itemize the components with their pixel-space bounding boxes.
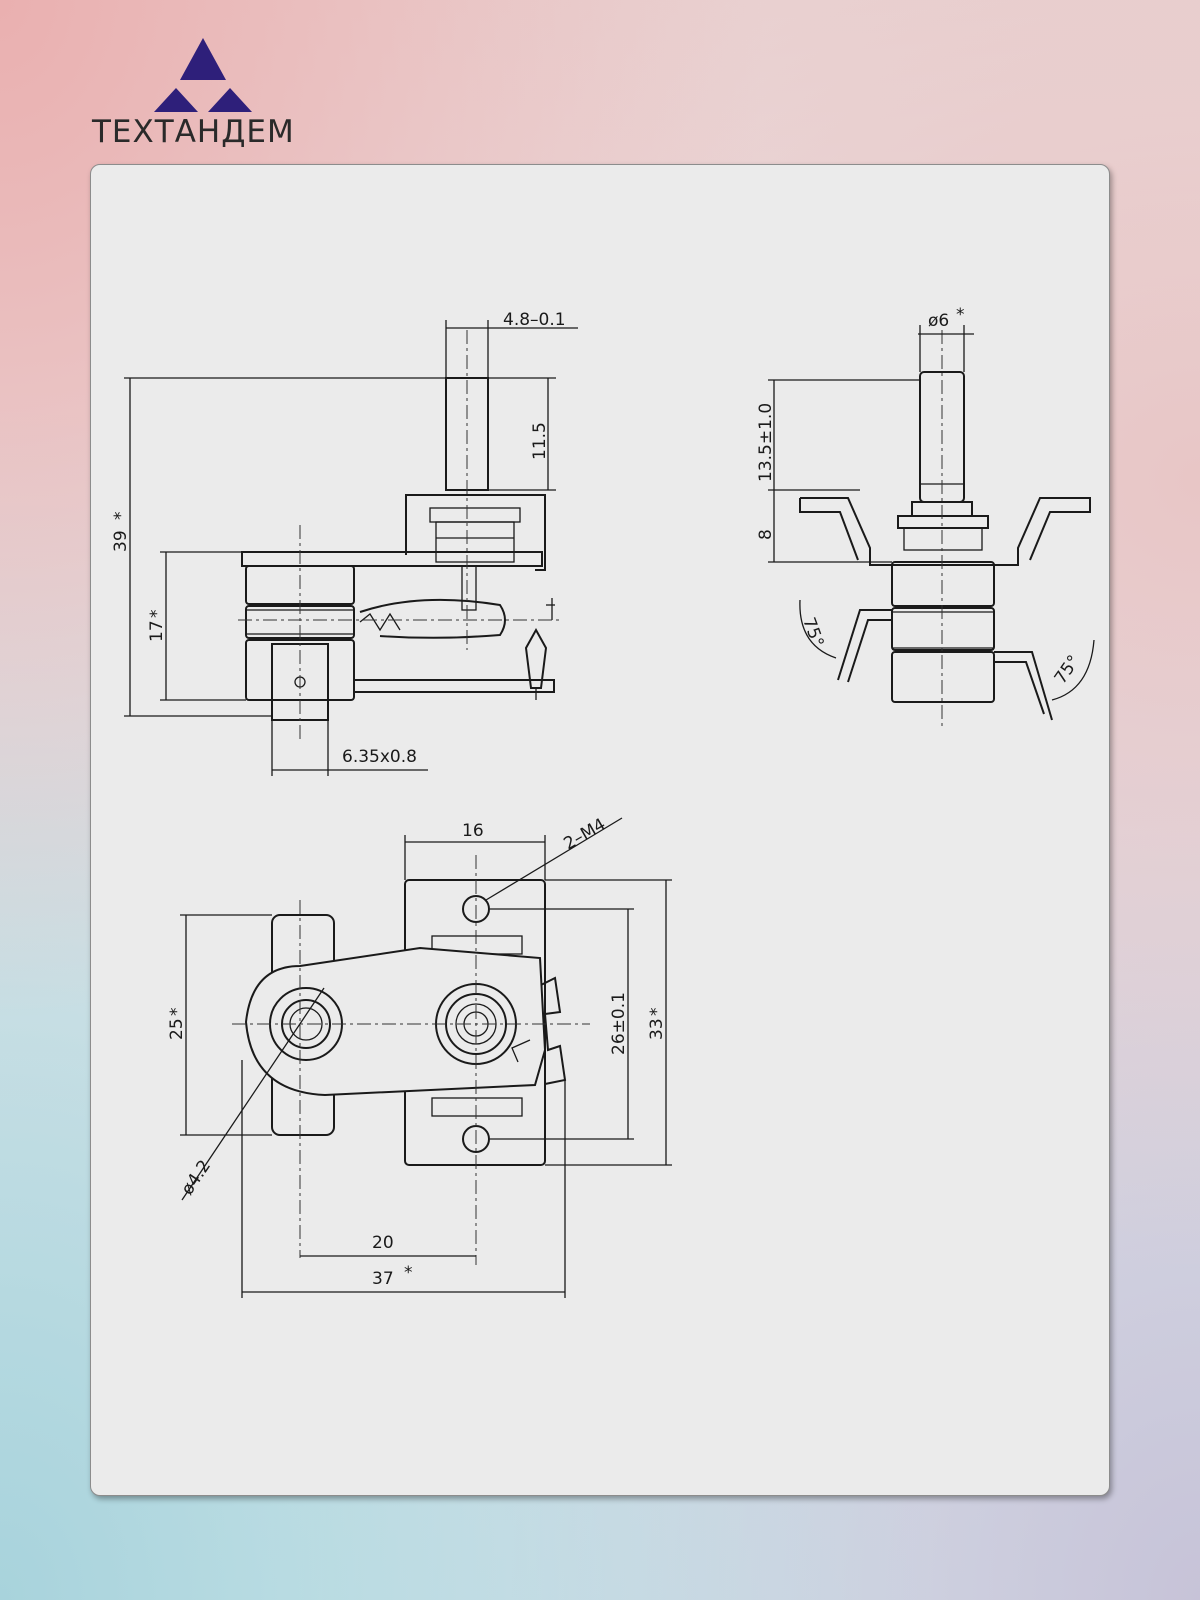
brand-logo-icon — [154, 38, 252, 112]
dim-total-height: 39 — [111, 530, 131, 552]
dim-angle-left: 75° — [798, 615, 827, 650]
side-view: 4.8–0.1 11.5 39 * 17 * 6.35x0.8 — [111, 310, 578, 776]
dim-hole-spacing: 26±0.1 — [609, 992, 629, 1055]
dim-bracket-height: 8 — [756, 529, 776, 540]
dim-body-height: 17 — [147, 620, 167, 642]
dim-plate-height-star: * — [647, 1008, 667, 1017]
dim-body-width-star: * — [167, 1008, 187, 1017]
dim-body-height-star: * — [147, 610, 167, 619]
brand-name: ТЕХТАНДЕМ — [92, 114, 295, 150]
dim-plate-height: 33 — [647, 1018, 667, 1040]
logo-right-triangle — [208, 88, 252, 112]
dim-body-width: 25 — [167, 1018, 187, 1040]
dim-shaft-width: 4.8–0.1 — [503, 310, 566, 330]
front-view: ø6 * 13.5±1.0 8 75° 75° — [756, 305, 1095, 730]
dim-shaft-diameter: ø6 — [928, 311, 949, 331]
drawing-panel — [90, 164, 1110, 1496]
dim-plate-width: 16 — [462, 821, 484, 841]
dim-total-length: 37 — [372, 1269, 394, 1289]
dim-shaft-diameter-star: * — [956, 305, 965, 325]
dim-total-length-star: * — [404, 1263, 413, 1283]
logo-left-triangle — [154, 88, 198, 112]
dim-thread: 2–M4 — [561, 815, 610, 855]
logo-top-triangle — [180, 38, 226, 80]
dim-total-height-star: * — [111, 512, 131, 521]
dim-terminal: 6.35x0.8 — [342, 747, 417, 767]
dim-hole-diameter: ø4.2 — [178, 1157, 216, 1199]
dim-center-distance: 20 — [372, 1233, 394, 1253]
top-view: 16 2–M4 26±0.1 33 * 25 * ø4.2 20 37 * — [167, 815, 672, 1298]
dim-shaft-length: 11.5 — [530, 422, 550, 460]
dim-shaft-height: 13.5±1.0 — [756, 403, 776, 482]
